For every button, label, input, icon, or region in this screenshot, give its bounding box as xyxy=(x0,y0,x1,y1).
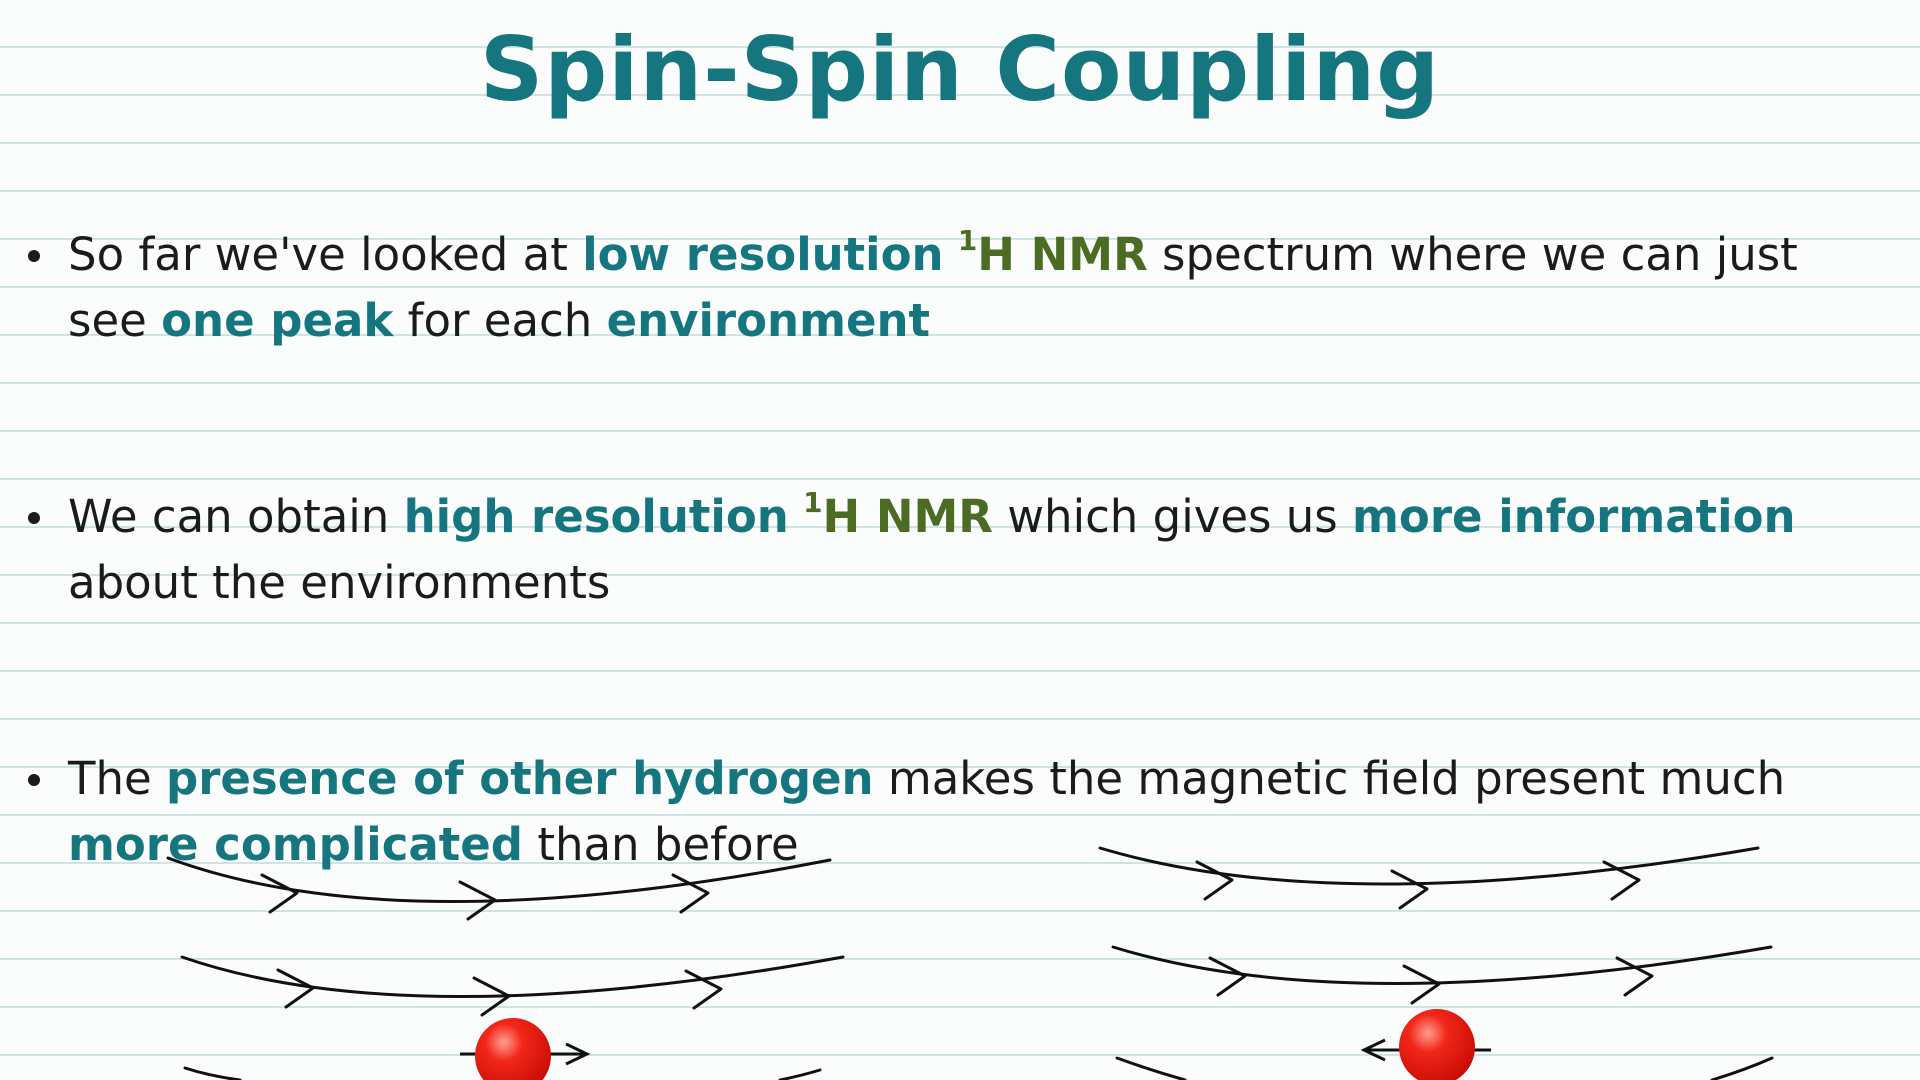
bullet-item: We can obtain high resolution 1H NMR whi… xyxy=(22,484,1862,616)
text-segment xyxy=(789,490,803,543)
bullet-dot-icon xyxy=(28,774,40,786)
arrow-chevron-icon xyxy=(1602,860,1641,901)
arrow-chevron-icon xyxy=(1208,956,1247,997)
field-line xyxy=(1111,945,1773,985)
field-line xyxy=(166,856,832,903)
slide-title: Spin-Spin Coupling xyxy=(479,18,1441,121)
text-segment: We can obtain xyxy=(68,490,404,543)
arrow-chevron-icon xyxy=(671,873,710,914)
bullet-item: So far we've looked at low resolution 1H… xyxy=(22,222,1862,354)
field-line xyxy=(1115,1056,1187,1080)
spin-arrow-right-icon xyxy=(565,1042,591,1066)
text-segment: than before xyxy=(523,818,799,871)
text-segment: spectrum where we can just see xyxy=(68,228,1798,347)
text-segment: for each xyxy=(393,294,607,347)
field-line xyxy=(1710,1056,1774,1080)
keyword-more-complicated: more complicated xyxy=(68,818,524,871)
superscript-one: 1 xyxy=(957,223,978,257)
text-segment: about the environments xyxy=(68,556,611,609)
bullet-dot-icon xyxy=(28,250,40,262)
text-segment: The xyxy=(68,752,166,805)
field-panel-right xyxy=(1098,846,1774,1080)
keyword-more-information: more information xyxy=(1352,490,1796,543)
text-segment xyxy=(944,228,958,281)
text-segment: which gives us xyxy=(992,490,1353,543)
bullet-list: So far we've looked at low resolution 1H… xyxy=(22,222,1862,1008)
text-segment: So far we've looked at xyxy=(68,228,583,281)
nucleus-left xyxy=(460,1018,591,1080)
bullet-text: We can obtain high resolution 1H NMR whi… xyxy=(68,484,1828,616)
arrow-chevron-icon xyxy=(1402,964,1441,1005)
keyword-h-nmr: H NMR xyxy=(977,228,1148,281)
bullet-text: So far we've looked at low resolution 1H… xyxy=(68,222,1828,354)
magnetic-field-diagram xyxy=(166,846,1774,1080)
keyword-high-resolution: high resolution xyxy=(403,490,789,543)
field-line xyxy=(778,1068,822,1080)
keyword-one-peak: one peak xyxy=(161,294,394,347)
hydrogen-nucleus-icon xyxy=(475,1018,551,1080)
bullet-dot-icon xyxy=(28,512,40,524)
bullet-text: The presence of other hydrogen makes the… xyxy=(68,746,1828,878)
field-line xyxy=(183,1066,242,1080)
arrow-chevron-icon xyxy=(1615,956,1654,997)
keyword-environment: environment xyxy=(606,294,931,347)
keyword-low-resolution: low resolution xyxy=(582,228,944,281)
hydrogen-nucleus-icon xyxy=(1399,1009,1475,1080)
superscript-one: 1 xyxy=(803,485,823,519)
arrow-chevron-icon xyxy=(1195,860,1234,901)
arrow-chevron-icon xyxy=(458,880,497,921)
keyword-presence-of-other-hydrogen: presence of other hydrogen xyxy=(166,752,874,805)
nucleus-right xyxy=(1360,1009,1491,1080)
arrow-chevron-icon xyxy=(1390,869,1429,910)
bullet-item: The presence of other hydrogen makes the… xyxy=(22,746,1862,878)
arrow-chevron-icon xyxy=(260,873,299,914)
keyword-h-nmr: H NMR xyxy=(822,490,993,543)
spin-arrow-left-icon xyxy=(1360,1038,1386,1062)
field-panel-left xyxy=(166,856,845,1080)
field-line xyxy=(1098,846,1760,886)
arrow-chevron-icon xyxy=(472,976,511,1017)
field-line xyxy=(180,955,845,998)
arrow-chevron-icon xyxy=(276,968,315,1009)
arrow-chevron-icon xyxy=(684,969,723,1010)
text-segment: makes the magnetic field present much xyxy=(873,752,1786,805)
